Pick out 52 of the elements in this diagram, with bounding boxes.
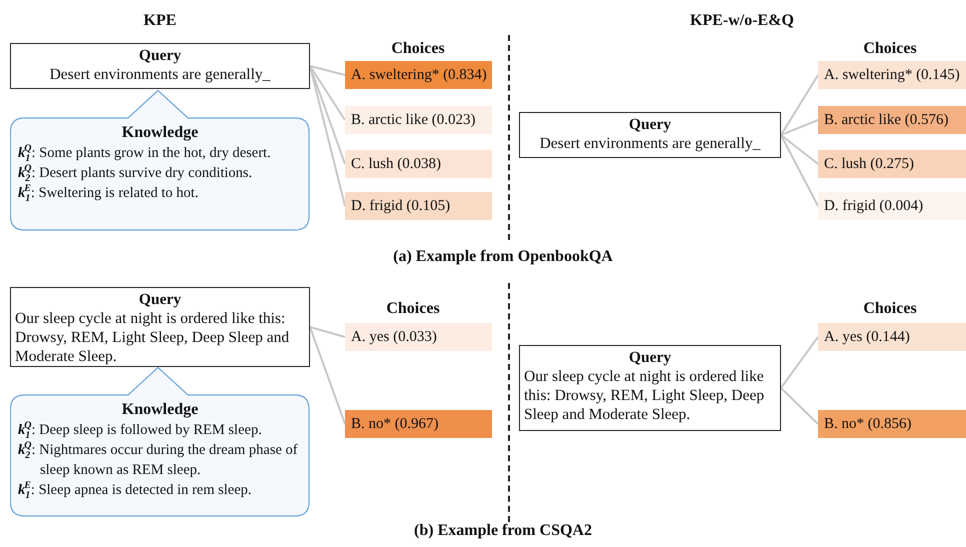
knowledge-item: k$_{1}$$^{Q}$: Deep sleep is followed by REM sleep. xyxy=(17,420,263,440)
column-heading: Choices xyxy=(863,300,917,318)
choice-box: A. yes (0.033) xyxy=(345,323,492,351)
caption: (b) Example from CSQA2 xyxy=(414,522,592,540)
choice-box: D. frigid (0.105) xyxy=(345,192,492,220)
connector-line xyxy=(309,326,346,424)
knowledge-callout xyxy=(10,367,310,517)
choice-box: D. frigid (0.004) xyxy=(818,192,966,220)
query-box xyxy=(519,112,781,158)
box-title: Query xyxy=(628,115,672,134)
choice-box: C. lush (0.038) xyxy=(345,150,492,178)
caption: (a) Example from OpenbookQA xyxy=(393,248,613,266)
column-heading: Choices xyxy=(386,300,440,318)
knowledge-item: k$_{2}$$^{Q}$: Desert plants survive dry conditions. xyxy=(17,163,254,183)
query-box xyxy=(10,287,310,367)
knowledge-callout xyxy=(10,90,310,231)
box-title: Knowledge xyxy=(120,123,200,143)
query-box xyxy=(519,345,781,431)
choice-box: B. no* (0.856) xyxy=(818,410,966,438)
connector-line xyxy=(780,336,819,389)
box-title: Query xyxy=(138,46,182,65)
column-heading: Choices xyxy=(391,40,445,58)
knowledge-item: k$_{1}$$^{E}$: Sweltering is related to hot. xyxy=(17,183,200,203)
knowledge-item: k$_{2}$$^{Q}$: Nightmares occur during the dream phase of sleep known as REM sleep. xyxy=(17,440,299,480)
box-title: Query xyxy=(628,348,672,367)
connector-line xyxy=(310,65,346,76)
query-box xyxy=(10,43,310,89)
choice-box: A. yes (0.144) xyxy=(818,323,966,351)
choice-box: B. no* (0.967) xyxy=(345,410,492,438)
connector-line xyxy=(780,134,819,206)
knowledge-item: k$_{1}$$^{Q}$: Some plants grow in the hot, dry desert. xyxy=(17,143,272,163)
query-text: Our sleep cycle at night is ordered like this: Drowsy, REM, Light Sleep, Deep Sleep and Moderate Sleep. xyxy=(524,367,766,424)
knowledge-item: k$_{1}$$^{E}$: Sleep apnea is detected in rem sleep. xyxy=(17,480,253,500)
box-title: Query xyxy=(138,290,182,309)
choice-box: B. arctic like (0.576) xyxy=(818,106,966,134)
connector-line xyxy=(309,65,346,121)
connector-line xyxy=(780,119,818,136)
connector-line xyxy=(780,387,819,425)
panel-title: KPE-w/o-E&Q xyxy=(690,12,794,30)
choice-box: B. arctic like (0.023) xyxy=(345,106,492,134)
choice-box: A. sweltering* (0.145) xyxy=(818,61,966,89)
box-title: Knowledge xyxy=(120,400,200,420)
query-text: Our sleep cycle at night is ordered like this: Drowsy, REM, Light Sleep, Deep Sleep and Moderate Sleep. xyxy=(15,309,290,366)
query-text: Desert environments are generally_ xyxy=(48,65,272,84)
panel-title: KPE xyxy=(144,12,176,30)
connector-line xyxy=(780,74,819,136)
choice-box: C. lush (0.275) xyxy=(818,150,966,178)
connector-line xyxy=(310,326,346,338)
query-text: Desert environments are generally_ xyxy=(538,134,762,153)
column-heading: Choices xyxy=(863,40,917,58)
choice-box: A. sweltering* (0.834) xyxy=(345,61,492,89)
connector-line xyxy=(780,134,819,165)
